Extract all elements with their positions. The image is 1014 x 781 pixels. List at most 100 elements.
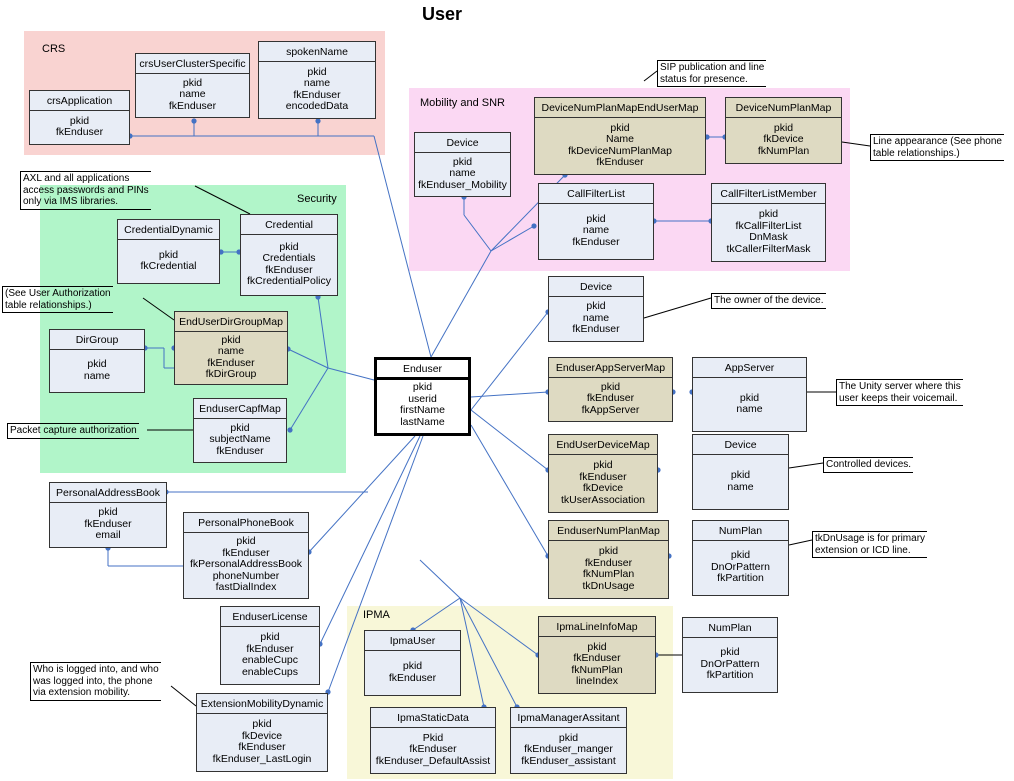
note-line: The Unity server where this [839,381,961,392]
relationship-line [470,424,549,557]
entity-field: fkEnduser [388,671,437,684]
entity-name: Device [549,277,643,297]
relationship-line [470,311,549,411]
note-pointer-line [788,462,824,469]
note-pointer-line [194,185,251,215]
entity-field: pkid [730,549,751,562]
entity-name: EndUserDirGroupMap [175,312,287,332]
entity-field: fkEnduser [573,652,621,664]
entity-field: firstName [400,404,445,416]
entity-field: pkid [279,240,299,253]
relationship-line [459,597,518,708]
entity-name: IpmaManagerAssitant [511,708,626,728]
entity-field: pkid [773,121,794,134]
note-pointer-line [841,141,871,147]
entity-field: fkEnduser [409,743,457,756]
entity-field: pkid [307,65,327,78]
entity-field: name [582,224,610,237]
relationship-line [459,597,539,656]
entity-field: fkEnduser_manger [524,743,613,756]
note-line: table relationships.) [873,147,960,159]
entity-field: phoneNumber [212,569,280,582]
diagram-title: User [421,4,463,24]
entity-field: fkEnduser [586,392,635,405]
note-line: access passwords and PINs [23,184,149,196]
connection-dot [287,427,293,433]
entity-name: IpmaLineInfoMap [539,617,655,637]
entity-field: Name [605,133,634,145]
note-line: was logged into, the phone [33,675,153,687]
entity-name: CallFilterList [539,184,653,204]
entity-name: Device [693,435,788,455]
entity-field: fkDeviceNumPlanMap [568,144,672,157]
relationship-line [289,367,329,431]
entity-field: pkid [260,631,280,643]
entity-field: fkEnduser [293,88,341,101]
entity-field: fkNumPlan [571,663,623,676]
entity-name: DeviceNumPlanMap [726,98,841,118]
note-line: SIP publication and line [660,62,765,73]
entity-field: name [582,311,610,324]
note-line: only via IMS libraries. [23,196,119,207]
entity-field: fkEnduser [168,99,217,112]
entity-field: fkNumPlan [582,568,635,580]
entity-field: pkid [586,212,606,225]
entity-field: lineIndex [575,675,619,687]
entity-field: fkEnduser [572,323,620,336]
entity-field: name [736,403,763,415]
entity-field: fkDevice [582,482,624,494]
note-line: table relationships.) [5,299,92,311]
entity-field: lastName [400,415,445,428]
entity-field: pkid [452,155,473,168]
note-line: Controlled devices. [826,459,912,470]
entity-name: IpmaStaticData [371,708,495,728]
entity-field: fkEnduser [596,156,644,168]
entity-field: pkid [587,640,607,653]
entity-field: fkEnduser [584,556,633,569]
entity-field: fkEnduser_DefaultAssist [375,754,491,767]
entity-name: DirGroup [50,330,144,350]
entity-field: fkDevice [763,133,804,146]
entity-field: fastDialIndex [215,581,277,594]
entity-field: pkid [87,358,107,370]
entity-name: EndUserDeviceMap [549,435,657,455]
entity-field: tkCallerFilterMask [726,242,811,255]
entity-field: pkid [402,660,423,672]
entity-name: PersonalAddressBook [50,483,166,503]
entity-field: name [449,167,476,180]
entity-field: tkUserAssociation [560,493,646,506]
entity-field: pkid [182,76,203,89]
entity-field: fkEnduser [55,126,104,138]
entity-field: pkid [593,459,613,471]
entity-field: DnOrPattern [711,560,770,573]
note-line: The owner of the device. [714,295,824,306]
entity-name: EnduserAppServerMap [549,358,672,378]
entity-field: fkNumPlan [757,144,810,157]
entity-field: email [95,529,121,542]
entity-field: fkEnduser [572,235,620,248]
entity-name: IpmaUser [365,631,460,651]
relationship-line [490,225,535,252]
relationship-line [287,348,329,369]
note-line: AXL and all applications [23,173,130,184]
entity-field: pkid [739,391,760,404]
entity-name: CredentialDynamic [118,220,219,240]
entity-field: pkid [600,380,621,393]
entity-field: fkEnduser [246,642,294,655]
entity-name: ExtensionMobilityDynamic [197,694,327,714]
